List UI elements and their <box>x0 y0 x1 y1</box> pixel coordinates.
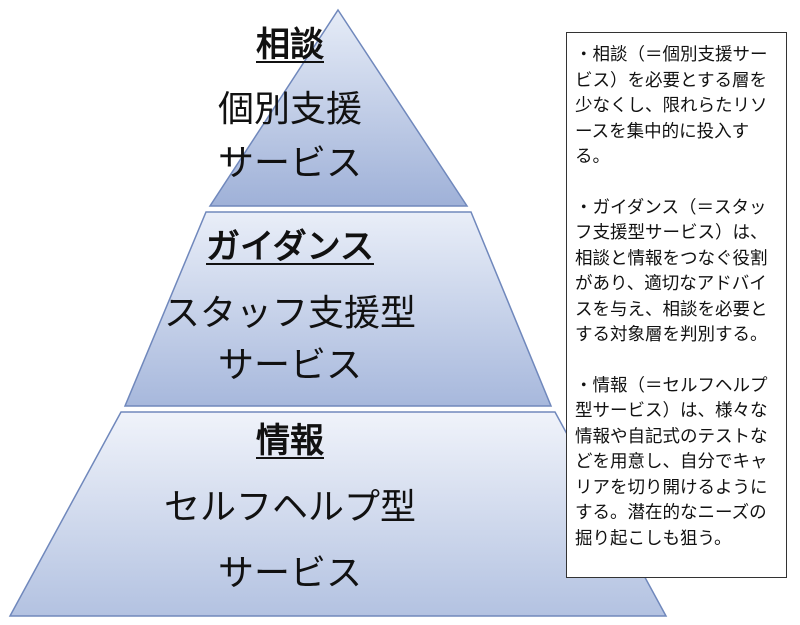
tier-2-line-1: スタッフ支援型 <box>163 293 416 334</box>
tier-1-heading: 相談 <box>256 25 324 65</box>
pyramid-tier-middle <box>123 211 553 407</box>
tier-3-line-2: サービス <box>217 553 362 594</box>
tier-1-line-2: サービス <box>217 143 362 184</box>
tier-2-heading: ガイダンス <box>206 227 374 267</box>
tier-1-line-1: 個別支援 <box>217 89 362 130</box>
tier-3-line-1: セルフヘルプ型 <box>163 487 416 528</box>
tier-3-heading: 情報 <box>256 421 324 461</box>
explanation-box: ・相談（＝個別支援サービス）を必要とする層を少なくし、限れらたリソースを集中的に… <box>566 32 787 578</box>
note-consultation: ・相談（＝個別支援サービス）を必要とする層を少なくし、限れらたリソースを集中的に… <box>575 45 768 167</box>
tier-2-line-2: サービス <box>217 345 362 386</box>
note-information: ・情報（＝セルフヘルプ型サービス）は、様々な情報や自記式のテストなどを用意し、自… <box>575 375 768 549</box>
pyramid-tier-top <box>208 8 469 207</box>
note-guidance: ・ガイダンス（＝スタッフ支援型サービス）は、相談と情報をつなぐ役割があり、適切な… <box>575 197 768 346</box>
pyramid-tier-bottom <box>8 411 668 617</box>
